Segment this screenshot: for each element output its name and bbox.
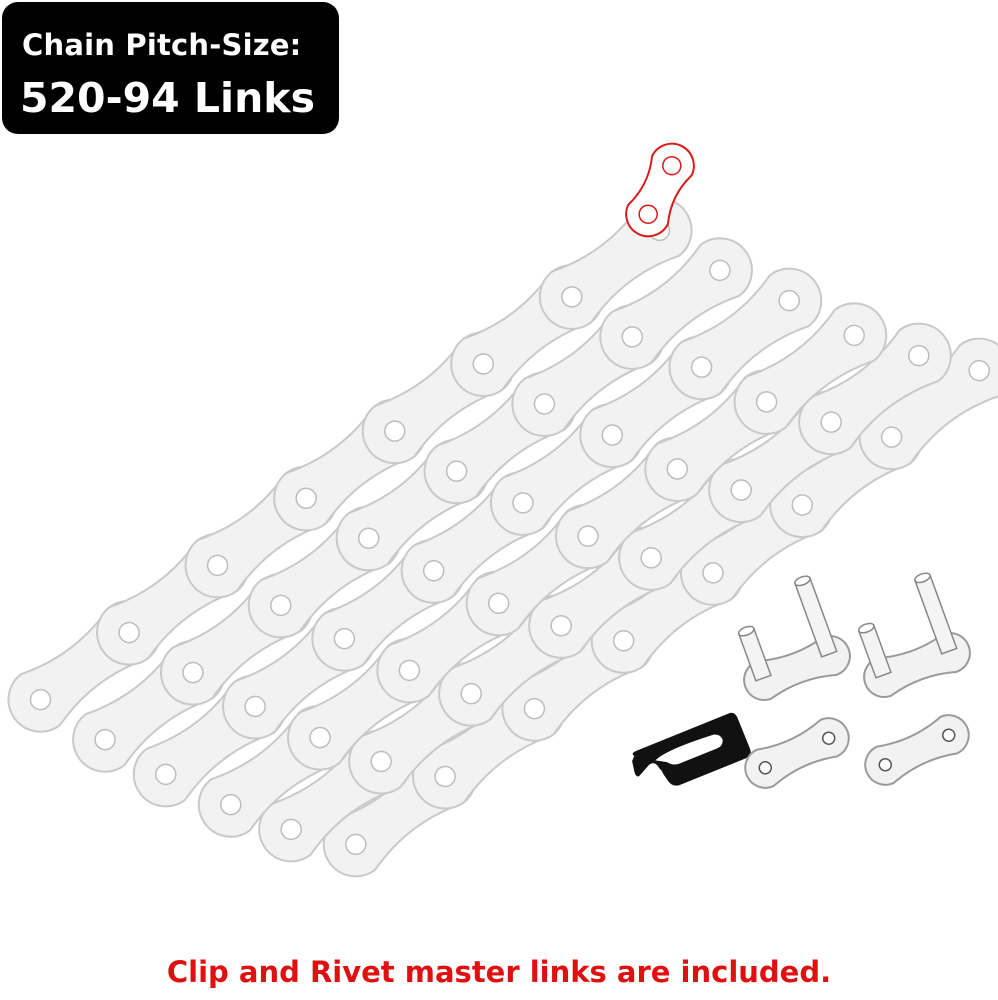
rivet-plate-with-pins-right [835, 566, 977, 704]
chain-row [245, 309, 965, 876]
master-link-clip [632, 712, 751, 786]
highlighted-chain-link [625, 142, 695, 238]
badge-size: 520-94 Links [20, 74, 315, 122]
chain-strands [0, 184, 998, 891]
badge-title: Chain Pitch-Size: [22, 28, 302, 62]
side-plate-right [857, 707, 977, 793]
pitch-size-badge: Chain Pitch-Size: 520-94 Links [2, 2, 339, 134]
side-plate-left [737, 710, 857, 796]
master-link-caption: Clip and Rivet master links are included… [166, 955, 832, 989]
